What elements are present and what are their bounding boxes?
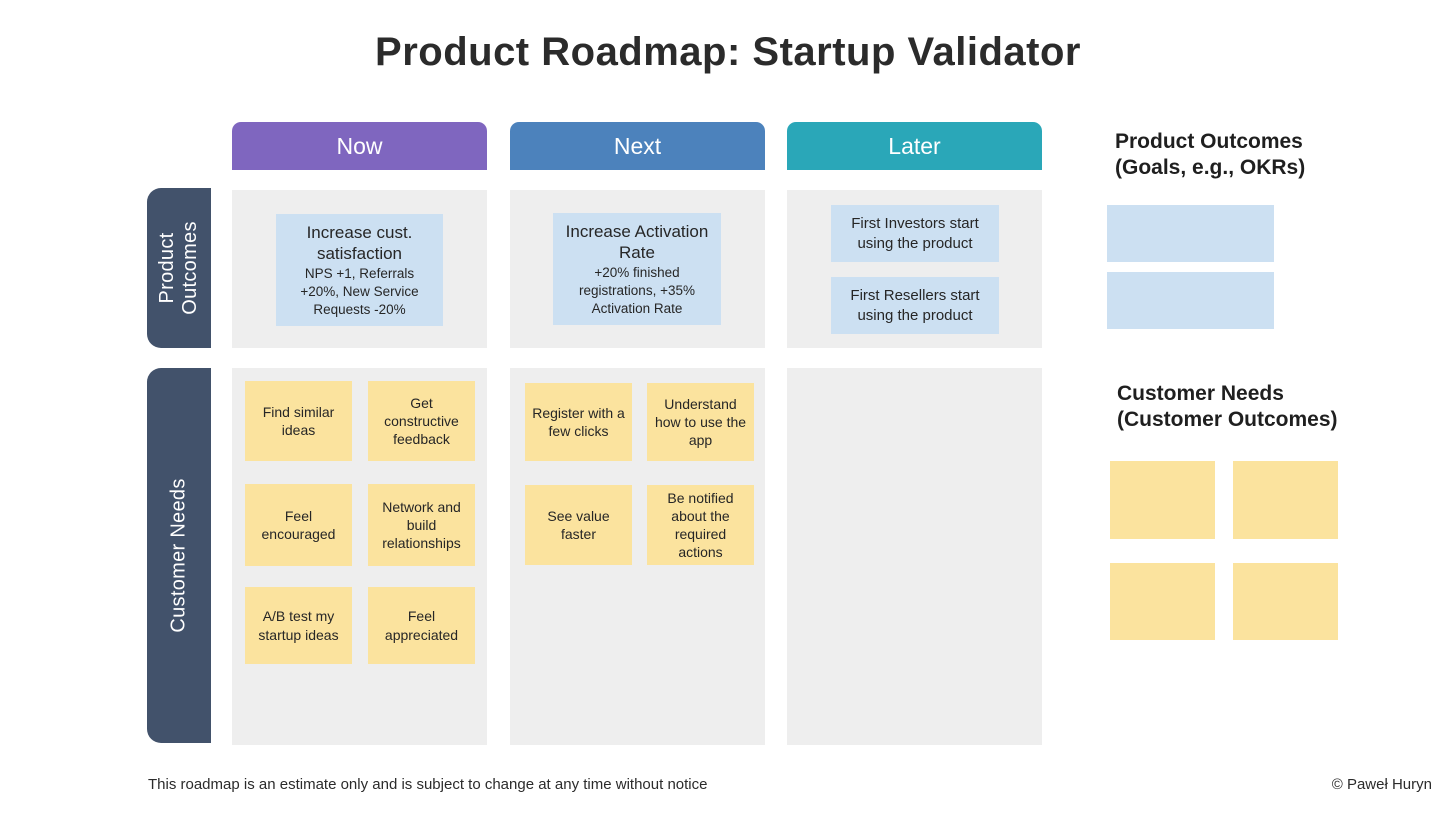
product-outcome-note: Increase cust. satisfaction NPS +1, Refe… <box>276 214 443 326</box>
row-label-customer-needs: Customer Needs <box>147 368 211 743</box>
page-title: Product Roadmap: Startup Validator <box>375 30 1081 74</box>
legend-customer-need-swatch <box>1110 563 1215 640</box>
legend-title: Product Outcomes <box>1115 130 1303 153</box>
note-title: Increase cust. satisfaction <box>306 222 413 263</box>
legend-subtitle: (Customer Outcomes) <box>1117 408 1338 431</box>
legend-product-outcome-swatch <box>1107 272 1274 329</box>
legend-product-outcomes-heading: Product Outcomes (Goals, e.g., OKRs) <box>1115 129 1305 181</box>
product-outcome-note: Increase Activation Rate +20% finished r… <box>553 213 721 325</box>
customer-need-note: Find similar ideas <box>245 381 352 461</box>
customer-need-note: Network and build relationships <box>368 484 475 566</box>
copyright-text: © Paweł Huryn <box>1331 776 1432 793</box>
customer-need-note: See value faster <box>525 485 632 565</box>
column-header-now: Now <box>232 122 487 170</box>
row-label-product-outcomes: Product Outcomes <box>147 188 211 348</box>
customer-need-note: Register with a few clicks <box>525 383 632 461</box>
legend-product-outcome-swatch <box>1107 205 1274 262</box>
legend-customer-need-swatch <box>1110 461 1215 539</box>
customer-need-note: Feel encouraged <box>245 484 352 566</box>
product-outcome-note: First Investors start using the product <box>831 205 999 262</box>
customer-need-note: A/B test my startup ideas <box>245 587 352 664</box>
legend-customer-need-swatch <box>1233 563 1338 640</box>
cell-later-customer-needs <box>787 368 1042 745</box>
note-title: First Investors start using the product <box>851 215 979 252</box>
product-outcome-note: First Resellers start using the product <box>831 277 999 334</box>
note-title: First Resellers start using the product <box>850 287 980 324</box>
legend-subtitle: (Goals, e.g., OKRs) <box>1115 156 1306 179</box>
customer-need-note: Be notified about the required actions <box>647 485 754 565</box>
customer-need-note: Get constructive feedback <box>368 381 475 461</box>
legend-title: Customer Needs <box>1117 382 1284 405</box>
row-label-customer-needs-text: Customer Needs <box>167 478 190 633</box>
column-header-next: Next <box>510 122 765 170</box>
row-label-product-outcomes-text: Product Outcomes <box>156 221 202 315</box>
customer-need-note: Understand how to use the app <box>647 383 754 461</box>
note-title: Increase Activation Rate <box>565 221 709 262</box>
note-detail: NPS +1, Referrals +20%, New Service Requ… <box>300 266 419 317</box>
disclaimer-text: This roadmap is an estimate only and is … <box>148 776 708 793</box>
legend-customer-need-swatch <box>1233 461 1338 539</box>
customer-need-note: Feel appreciated <box>368 587 475 664</box>
column-header-later: Later <box>787 122 1042 170</box>
legend-customer-needs-heading: Customer Needs (Customer Outcomes) <box>1117 381 1338 433</box>
note-detail: +20% finished registrations, +35% Activa… <box>579 265 695 316</box>
